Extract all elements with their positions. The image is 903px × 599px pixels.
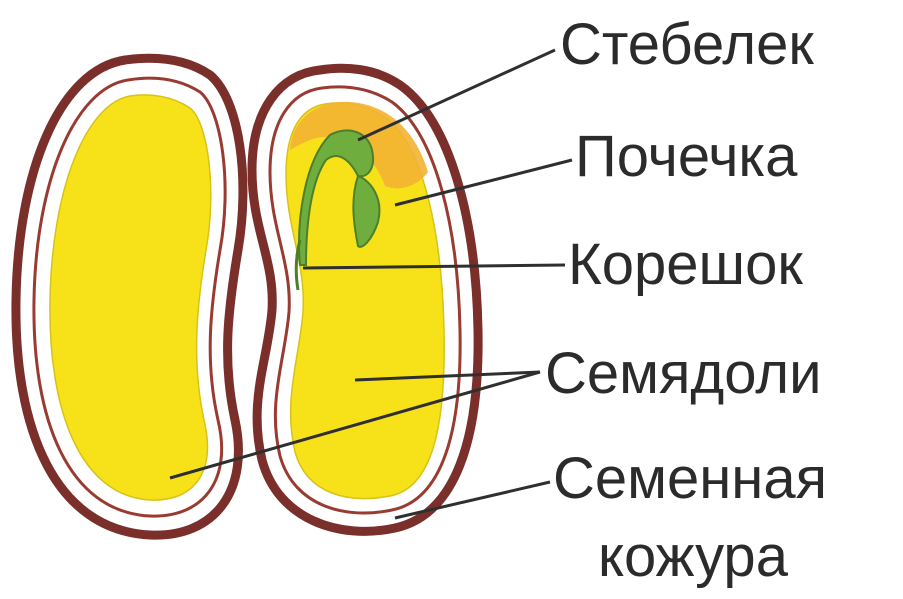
label-seed-coat-line1: Семенная — [553, 450, 827, 508]
label-seed-coat-line2: кожура — [598, 528, 788, 586]
left-cotyledon-half — [16, 58, 243, 535]
label-stem: Стебелек — [560, 16, 814, 74]
label-root: Корешок — [568, 236, 803, 294]
label-bud: Почечка — [575, 128, 797, 186]
label-cotyledons: Семядоли — [545, 345, 822, 403]
